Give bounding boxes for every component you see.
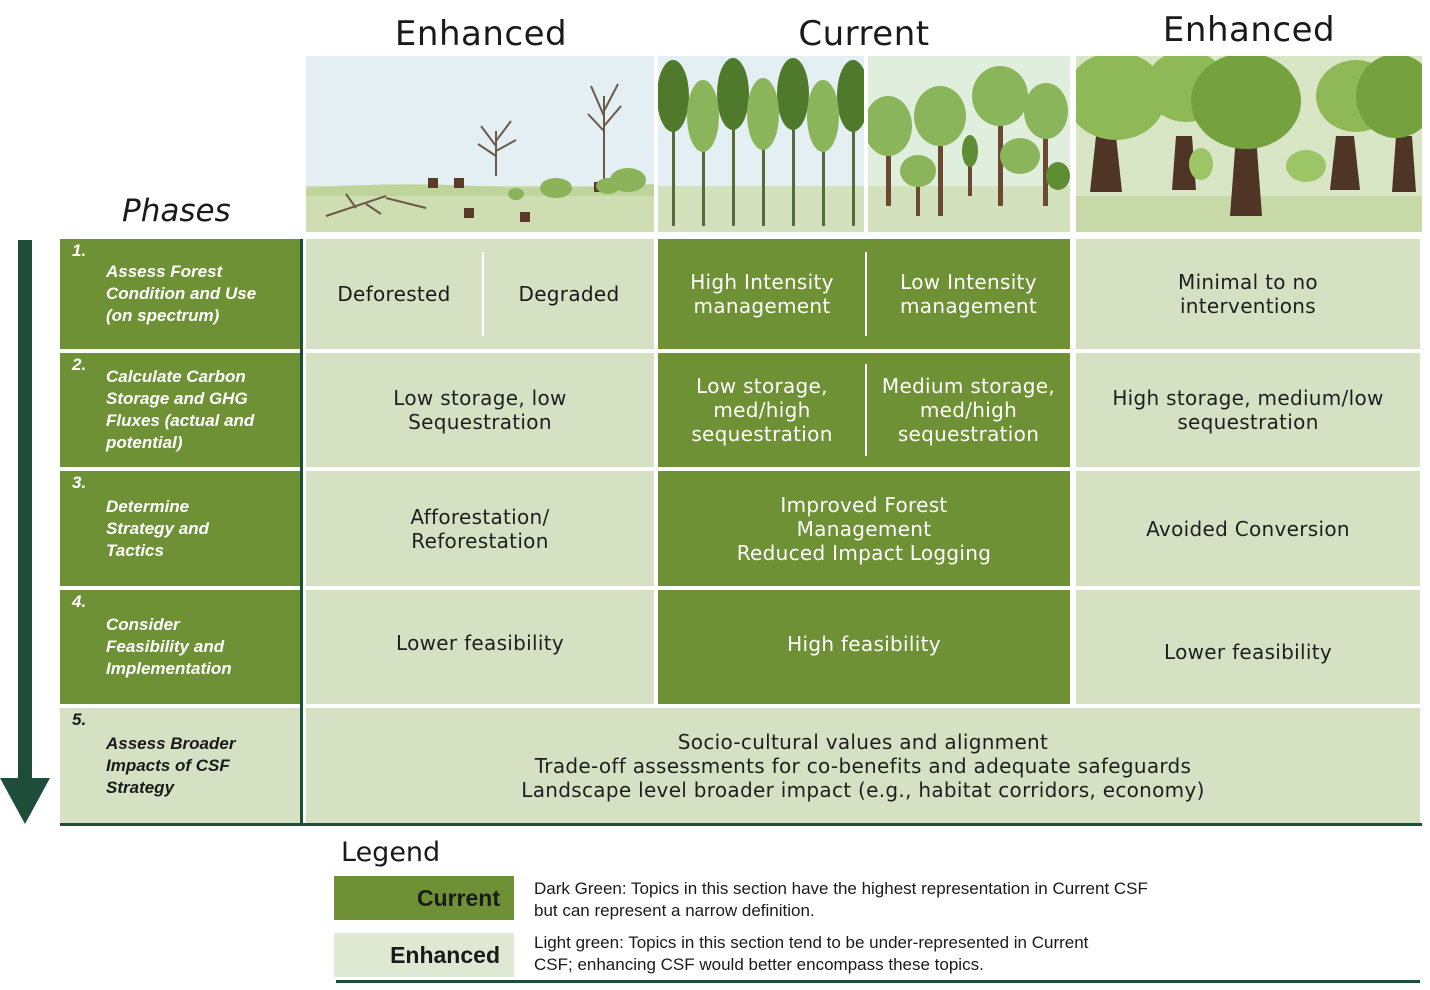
phase-4: 4. Consider Feasibility and Implementati… [60,590,300,704]
column-header-current: Current [798,14,930,54]
cell-r1-deforested-degraded [306,239,654,349]
phase-direction-arrow-shaft [18,240,32,780]
phase-number: 5. [72,710,87,729]
cell-text: Low storage, med/high sequestration [691,374,833,446]
cell-r2-right: High storage, medium/low sequestration [1076,353,1420,467]
cell-text: Degraded [518,282,620,306]
phases-divider [300,239,303,826]
phase-label: Consider Feasibility and Implementation [106,615,232,678]
cell-text: High storage, medium/low sequestration [1112,386,1384,434]
cell-r1-deforested: Deforested [306,239,482,349]
mature-forest-scene-illustration [1076,56,1422,232]
phase-1: 1. Assess Forest Condition and Use (on s… [60,239,300,349]
cell-r4-right: Lower feasibility [1076,590,1420,704]
managed-forest-scene-illustration [658,56,864,232]
phase-2: 2. Calculate Carbon Storage and GHG Flux… [60,353,300,467]
phase-number: 1. [72,241,87,260]
cell-r2-center-a: Low storage, med/high sequestration [658,353,866,467]
cell-r1-high-intensity: High Intensity management [658,239,866,349]
phase-number: 2. [72,355,87,374]
legend-current-text: Dark Green: Topics in this section have … [534,879,1148,920]
cell-r1-low-intensity: Low Intensity management [867,239,1070,349]
legend-current-swatch: Current [334,876,514,920]
cell-r4-left: Lower feasibility [306,590,654,704]
cell-divider [482,252,484,336]
cell-text: Deforested [337,282,451,306]
cell-divider [865,364,867,456]
cell-text: High feasibility [787,632,941,656]
phase-number: 3. [72,473,87,492]
down-arrow-icon [0,778,50,824]
column-header-enhanced-right: Enhanced [1162,10,1336,50]
cell-r5-span: Socio-cultural values and alignment Trad… [306,708,1420,824]
deforested-scene-illustration [306,56,654,232]
cell-r2-center-bg [658,353,1070,467]
phase-label: Assess Broader Impacts of CSF Strategy [106,734,236,797]
cell-text: High Intensity management [690,270,834,318]
cell-r3-center: Improved Forest Management Reduced Impac… [658,471,1070,586]
cell-text: Low Intensity management [900,270,1037,318]
cell-text: Afforestation/ Reforestation [410,504,550,553]
phases-title: Phases [122,193,231,229]
phase-label: Calculate Carbon Storage and GHG Fluxes … [106,367,255,452]
legend-bottom-rule [336,980,1420,983]
phase-number: 4. [72,592,87,611]
cell-text: Lower feasibility [396,631,564,655]
cell-text: Low storage, low Sequestration [393,386,567,434]
grid-bottom-rule [60,823,1422,826]
cell-r1-minimal: Minimal to no interventions [1076,239,1420,349]
cell-text: Improved Forest Management Reduced Impac… [736,492,992,565]
cell-r3-right: Avoided Conversion [1076,471,1420,586]
cell-r1-management-bg [658,239,1070,349]
legend-enhanced-swatch: Enhanced [334,933,514,977]
phase-label: Determine Strategy and Tactics [106,496,209,560]
cell-r4-center: High feasibility [658,590,1070,704]
legend-enhanced-label: Enhanced [390,941,500,968]
column-header-enhanced-left: Enhanced [394,14,568,54]
cell-text: Socio-cultural values and alignment Trad… [521,730,1205,802]
cell-text: Minimal to no interventions [1178,270,1318,318]
cell-r1-degraded: Degraded [484,239,654,349]
legend-current-label: Current [416,884,500,911]
phase-3: 3. Determine Strategy and Tactics [60,471,300,586]
cell-text: Lower feasibility [1164,640,1332,664]
legend-title: Legend [341,837,441,868]
cell-r2-left: Low storage, low Sequestration [306,353,654,467]
cell-r3-left: Afforestation/ Reforestation [306,471,654,586]
phase-label: Assess Forest Condition and Use (on spec… [106,262,257,325]
cell-text: Medium storage, med/high sequestration [881,374,1056,446]
mixed-forest-scene-illustration [868,56,1070,232]
cell-r2-center-b: Medium storage, med/high sequestration [867,353,1070,467]
phase-5: 5. Assess Broader Impacts of CSF Strateg… [60,708,300,824]
legend-enhanced-text: Light green: Topics in this section tend… [534,933,1089,974]
cell-divider [865,252,867,336]
cell-text: Avoided Conversion [1146,516,1350,541]
